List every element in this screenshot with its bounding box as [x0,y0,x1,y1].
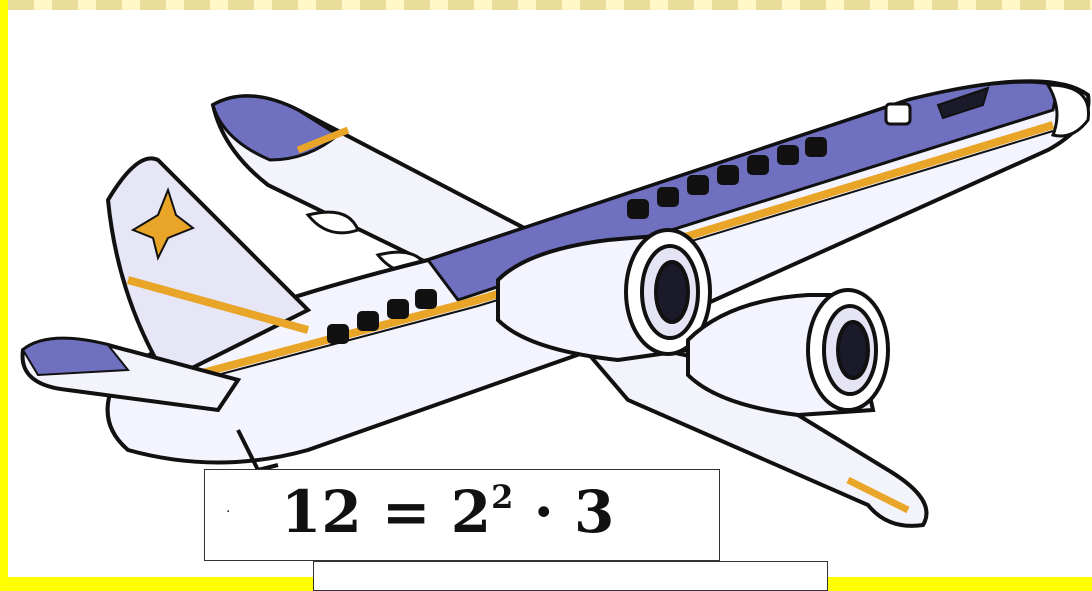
formula-text: 12 = 22 · 3 [281,478,614,546]
slide-canvas: · 12 = 22 · 3 [8,0,1092,591]
airplane-illustration [20,79,1091,528]
formula-exponent: 2 [491,477,514,516]
engine-lower [686,288,890,418]
cheatline-stripe [136,121,1055,394]
cockpit-window [936,86,990,120]
engine-upper [496,228,712,363]
cabin-windows [327,137,827,344]
formula-factor: 3 [573,478,615,546]
nose-cone [1045,83,1090,138]
formula-lhs: 12 [281,478,362,546]
top-decorative-strip [8,0,1092,10]
formula-base: 2 [450,478,492,546]
formula-equals: = [381,478,431,546]
formula-dot: · [533,478,554,546]
marker-dot: · [226,504,231,520]
formula-box: · 12 = 22 · 3 [204,469,720,561]
right-wing [562,326,929,528]
answer-box[interactable] [313,561,828,591]
tail-star-logo [130,187,196,261]
